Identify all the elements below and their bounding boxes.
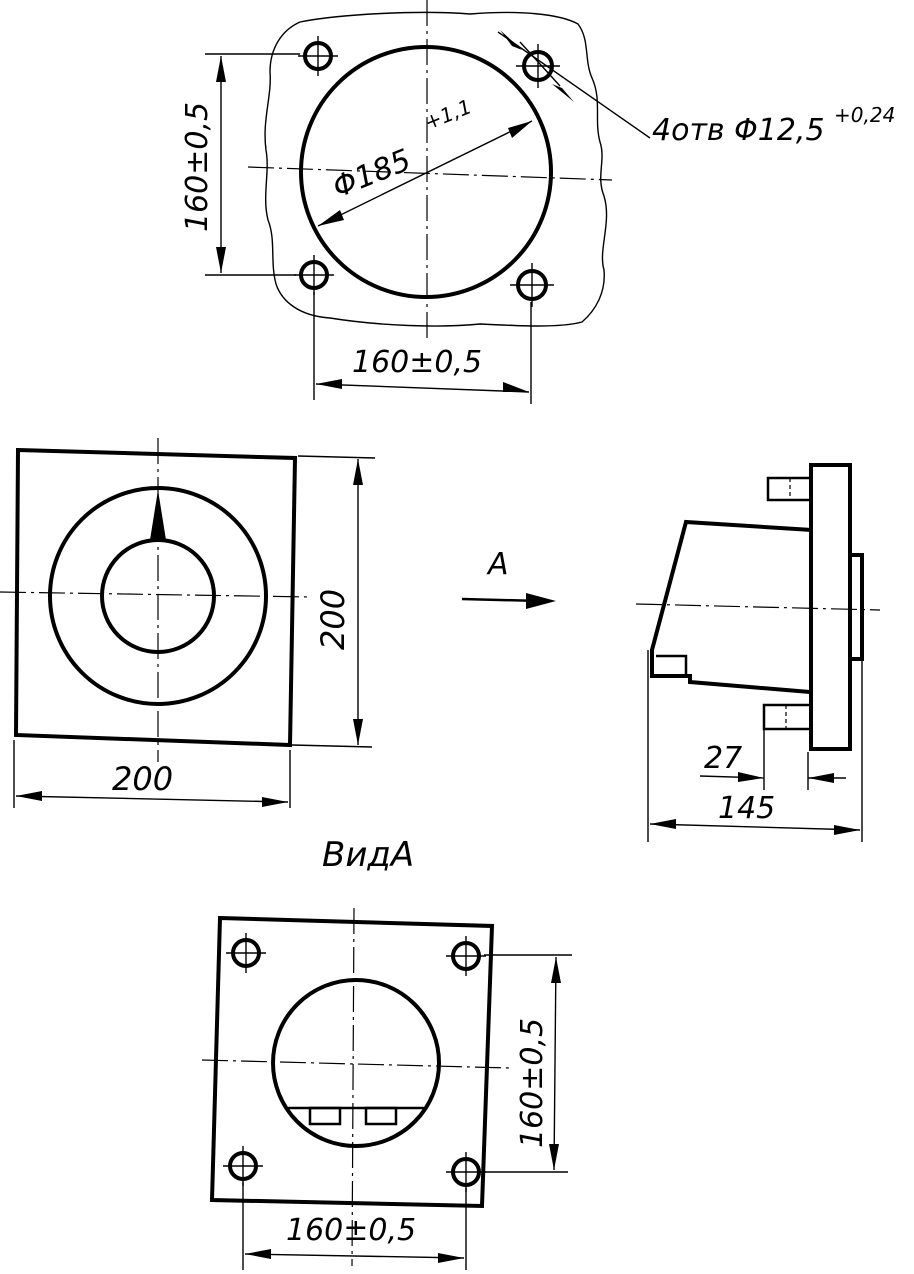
view-a-center-horizontal — [201, 1059, 511, 1069]
dim-front-width-label: 200 — [112, 760, 173, 798]
center-line-horizontal — [247, 166, 613, 181]
dim-view-a-horizontal — [242, 1182, 467, 1270]
hole-callout-label: 4отв Φ12,5 — [652, 113, 825, 148]
dim-view-a-vertical-label: 160±0,5 — [515, 1018, 550, 1148]
dim-view-a-horizontal-label: 160±0,5 — [286, 1213, 416, 1248]
mounting-hole-tr — [516, 44, 560, 88]
dim-front-height-label: 200 — [314, 589, 352, 650]
hole-callout-tolerance: +0,24 — [834, 103, 895, 127]
diameter-label: Φ185 — [328, 143, 416, 206]
side-center-horizontal — [635, 603, 881, 611]
front-dial-outer — [48, 486, 268, 706]
mounting-hole-tl — [298, 36, 338, 76]
view-a-center-vertical — [351, 907, 355, 1267]
main-cutout-circle — [299, 45, 553, 299]
dim-side-145 — [647, 650, 863, 842]
view-a-window — [271, 978, 441, 1148]
side-flange — [809, 463, 852, 751]
view-a-hole-bl — [223, 1146, 263, 1186]
side-housing — [650, 519, 813, 694]
view-a-terminals — [308, 1106, 398, 1126]
dim-side-145-label: 145 — [718, 791, 775, 826]
mounting-hole-bl — [294, 255, 334, 295]
dim-side-27 — [699, 730, 846, 790]
dim-horizontal-160 — [313, 292, 532, 404]
dim-front-height — [291, 455, 376, 748]
front-pointer-needle — [150, 490, 166, 540]
top-mounting-view: 160±0,5 160±0,5 Φ185 +1,1 4отв Φ12,5 +0,… — [180, 0, 895, 404]
view-a: 160±0,5 160±0,5 — [201, 907, 572, 1270]
hole-callout-leader — [497, 30, 651, 139]
view-a-hole-tr — [446, 936, 486, 976]
dim-side-27-label: 27 — [704, 741, 742, 776]
side-view: 27 145 — [635, 463, 881, 842]
view-arrow-label: А — [486, 547, 509, 582]
dim-front-width — [13, 740, 291, 808]
side-stud-top — [766, 476, 813, 502]
dim-vertical-160 — [205, 53, 300, 276]
front-body-outline — [13, 447, 298, 748]
panel-outline — [264, 11, 608, 327]
mounting-hole-br — [510, 263, 554, 307]
view-direction-arrow — [461, 593, 556, 609]
dim-view-a-vertical — [484, 954, 572, 1173]
side-stud-bottom — [762, 703, 813, 731]
view-a-title: ВидА — [322, 835, 414, 875]
view-a-hole-br — [446, 1152, 486, 1192]
front-view: 200 200 — [0, 438, 376, 808]
side-front-lip — [848, 553, 864, 661]
diameter-leader — [317, 120, 533, 227]
view-a-hole-tl — [226, 933, 266, 973]
side-foot — [656, 654, 688, 676]
dim-vertical-160-label: 160±0,5 — [180, 102, 215, 232]
view-a-flange-outline — [209, 915, 495, 1209]
dim-horizontal-160-label: 160±0,5 — [352, 345, 482, 380]
diameter-tolerance: +1,1 — [421, 94, 475, 134]
